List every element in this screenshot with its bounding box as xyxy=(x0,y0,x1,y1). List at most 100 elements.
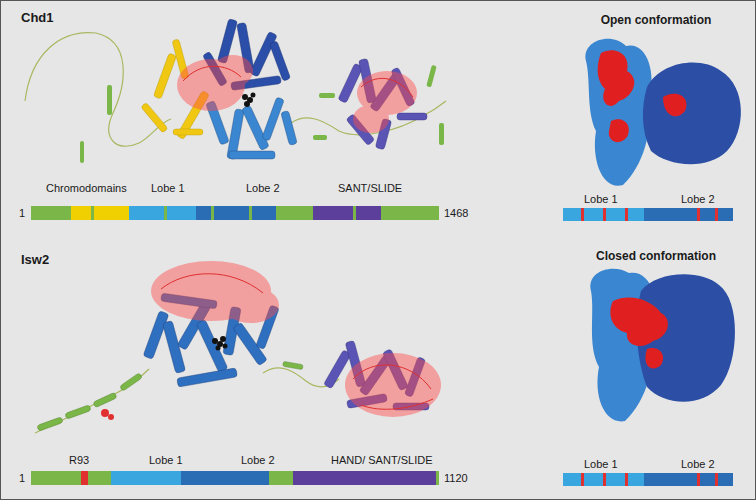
domain-label: Lobe 1 xyxy=(149,453,183,467)
chd1-atp xyxy=(242,93,256,108)
chd1-helices-green xyxy=(80,65,444,163)
closed-bar-shape xyxy=(697,473,700,486)
chd1-lobe1-shape xyxy=(281,111,298,146)
isw2-atp-shape xyxy=(220,336,226,342)
chd1-domain-bar-shape xyxy=(249,206,252,220)
chd1-chromodomains-shape xyxy=(153,53,176,99)
chd1-domain-bar-shape xyxy=(91,206,94,220)
isw2-helices-green-shape xyxy=(93,392,117,408)
domain-label: Lobe 1 xyxy=(151,181,185,195)
isw2-atp xyxy=(212,336,228,351)
chd1-domain-bar-shape xyxy=(31,206,439,220)
open-bar-shape xyxy=(603,208,606,221)
chd1-domain-bar-shape xyxy=(353,206,356,220)
residue-number: 1 xyxy=(19,206,25,220)
isw2-helices-green-shape xyxy=(37,417,63,432)
chd1-dna-lines xyxy=(183,66,413,97)
chd1-linker-shape xyxy=(25,33,171,147)
chd1-helices-green-shape xyxy=(313,135,327,140)
domain-label: Lobe 2 xyxy=(681,457,715,471)
isw2-lobes-shape xyxy=(196,319,228,372)
chd1-domain-bar-shape xyxy=(211,206,214,220)
domain-label: Lobe 2 xyxy=(681,192,715,206)
residue-number: 1468 xyxy=(444,206,468,220)
isw2-linker xyxy=(35,368,339,433)
protein-name: Chd1 xyxy=(21,11,54,25)
chd1-lobe1-shape xyxy=(262,97,285,141)
chd1-chromodomains-shape xyxy=(141,102,168,133)
chd1-domain-bar-shape xyxy=(313,206,381,220)
chd1-helices-green-shape xyxy=(107,85,112,115)
closed-bar-shape xyxy=(603,473,606,486)
isw2-dna-contacts-shape xyxy=(223,287,279,323)
chd1-dna-contacts xyxy=(177,55,417,133)
open-surface-shape xyxy=(663,94,686,116)
domain-label: Lobe 1 xyxy=(584,457,618,471)
isw2-dna-lines-shape xyxy=(353,365,431,389)
open-bar-shape xyxy=(625,208,628,221)
isw2-dna-lines-shape xyxy=(361,399,433,409)
chd1-helices-green-shape xyxy=(439,123,444,145)
chd1-dna-contacts-shape xyxy=(353,105,389,133)
residue-label: R93 xyxy=(69,453,89,467)
chd1-atp-shape xyxy=(242,94,248,100)
chd1-domain-bar-shape xyxy=(71,206,129,220)
closed-bar-shape xyxy=(715,473,718,486)
protein-name: Isw2 xyxy=(21,253,49,267)
isw2-dna-lines-shape xyxy=(161,274,263,293)
closed-surface xyxy=(590,269,735,422)
chd1-sant-slide-shape xyxy=(397,113,427,120)
closed-surface-shape xyxy=(645,348,663,368)
isw2-domain-bar xyxy=(31,471,439,485)
chd1-lobe2-shape xyxy=(269,41,290,81)
isw2-helices-green-shape xyxy=(119,373,142,392)
isw2-dna-lines xyxy=(161,274,433,410)
chd1-dna-lines-shape xyxy=(361,78,413,97)
isw2-dna-contacts xyxy=(151,261,441,417)
closed-bar-shape xyxy=(581,473,584,486)
conformation-title: Open conformation xyxy=(601,13,712,27)
chd1-helices-green-shape xyxy=(426,65,437,88)
closed-bar xyxy=(563,473,733,486)
isw2-domain-bar-shape xyxy=(293,471,436,485)
open-surface xyxy=(585,39,740,186)
chd1-chromodomains-shape xyxy=(173,129,203,135)
open-bar-shape xyxy=(697,208,700,221)
open-surface-shape xyxy=(598,50,635,106)
isw2-r93 xyxy=(101,409,114,420)
isw2-r93-shape xyxy=(108,414,114,420)
chd1-dna-lines-shape xyxy=(183,66,241,81)
isw2-domain-bar-shape xyxy=(111,471,181,485)
chd1-sant-slide xyxy=(338,58,427,149)
open-surface-shape xyxy=(585,39,651,186)
isw2-helices-green xyxy=(37,361,303,431)
domain-label: Chromodomains xyxy=(46,181,127,195)
chd1-helices-green-shape xyxy=(80,141,84,163)
isw2-domain-bar-shape xyxy=(31,471,439,485)
open-surface-shape xyxy=(643,63,741,165)
chd1-lobe1-shape xyxy=(229,151,275,159)
domain-label: Lobe 2 xyxy=(241,453,275,467)
closed-surface-shape xyxy=(610,297,668,346)
domain-label: Lobe 1 xyxy=(584,192,618,206)
chd1-domain-bar-shape xyxy=(196,206,276,220)
closed-bar-shape xyxy=(563,473,644,486)
chd1-domain-bar-shape xyxy=(129,206,196,220)
isw2-lobes-shape xyxy=(177,368,238,387)
closed-bar-shape xyxy=(625,473,628,486)
chd1-atp-shape xyxy=(244,101,250,107)
isw2-atp-shape xyxy=(223,344,228,349)
domain-label: SANT/SLIDE xyxy=(338,181,402,195)
isw2-domain-bar-shape xyxy=(181,471,269,485)
chd1-domain-bar xyxy=(31,206,439,220)
conformation-title: Closed conformation xyxy=(596,249,716,263)
chd1-lobe1-shape xyxy=(242,105,270,150)
domain-label: HAND/ SANT/SLIDE xyxy=(331,453,432,467)
isw2-dna-contacts-shape xyxy=(345,353,441,417)
isw2-lobes-shape xyxy=(143,311,169,360)
closed-bar-shape xyxy=(644,473,733,486)
chd1-linker-shape xyxy=(291,101,446,135)
isw2-helices-green-shape xyxy=(65,405,91,420)
open-bar-shape xyxy=(644,208,733,221)
